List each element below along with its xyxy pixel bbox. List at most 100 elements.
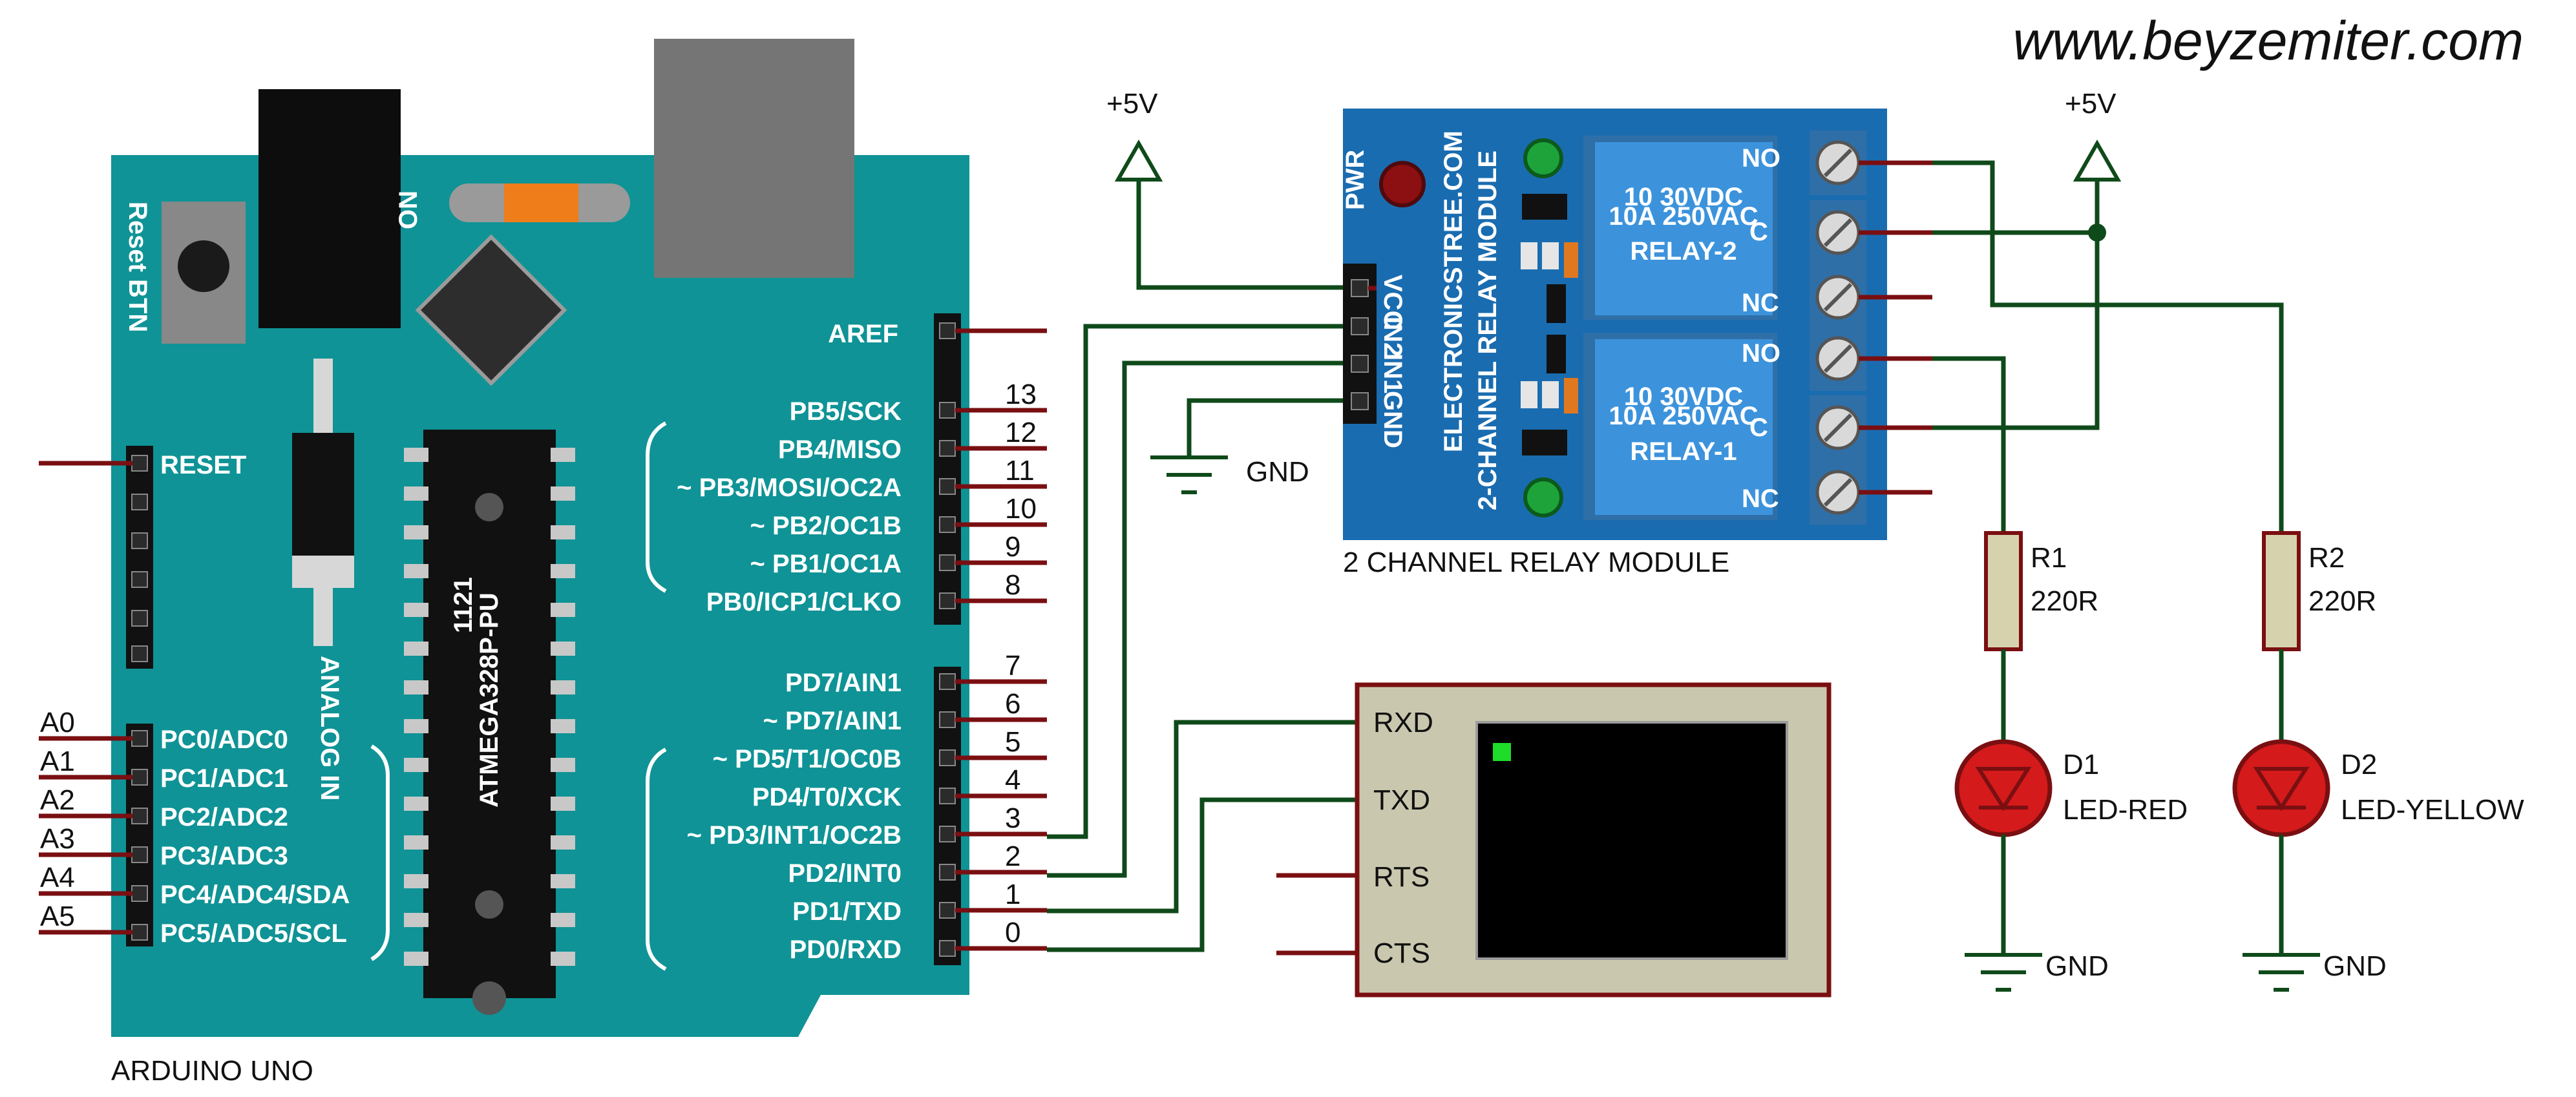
gnd-label-d1: GND	[2045, 950, 2109, 982]
analog-bracket	[370, 744, 390, 961]
cap-2a	[1521, 242, 1537, 269]
d1-name: D1	[2063, 749, 2099, 780]
relay2-rating2: 10A 250VAC	[1609, 202, 1758, 231]
r1-body	[1984, 531, 2023, 651]
regulator-base	[292, 556, 354, 588]
gnd-label-relay: GND	[1246, 456, 1309, 488]
transistor-1	[1522, 430, 1567, 455]
chip-dot-2	[475, 890, 503, 919]
digital-pin-label: ~ PB1/OC1A	[750, 550, 902, 578]
digital-bracket-bottom	[646, 747, 667, 971]
digital-pin-label: PD1/TXD	[792, 897, 902, 926]
digital-pin-label: PD4/T0/XCK	[752, 783, 902, 811]
r1-name: R1	[2031, 542, 2067, 574]
relay-pin-in2: IN2	[1378, 317, 1407, 357]
r1-branch: R1 220R D1 LED-RED GND	[1954, 531, 2188, 992]
terminal-rxd: RXD	[1373, 707, 1433, 738]
relay-pin-in1: IN1	[1378, 353, 1407, 393]
terminal-cursor	[1493, 743, 1511, 761]
r2-body	[2262, 531, 2301, 651]
digital-pin-label: PB5/SCK	[790, 397, 902, 426]
analog-pin-socket	[131, 769, 148, 786]
gnd-label-d2: GND	[2323, 950, 2387, 982]
relay2-rating1: 10 30VDC	[1624, 183, 1744, 211]
digital-pin-label: ~ PD3/INT1/OC2B	[687, 821, 902, 850]
analog-pin-ext-label: A2	[40, 784, 75, 816]
analog-pin-ext-label: A4	[40, 862, 75, 893]
relay1-face	[1595, 339, 1773, 515]
analog-pin-ext-label: A3	[40, 823, 75, 855]
screw-terminals	[1810, 131, 1932, 525]
relay-pin-vcc: VCC	[1378, 275, 1407, 329]
analog-pin-socket	[131, 730, 148, 747]
d2-type: LED-YELLOW	[2341, 794, 2524, 826]
digital-pin-number: 12	[1005, 417, 1037, 448]
vcc-right-label: +5V	[2065, 88, 2117, 120]
watermark: www.beyzemiter.com	[2013, 10, 2524, 71]
vcc-symbol-left: +5V	[1106, 88, 1163, 182]
analog-pin-label: PC3/ADC3	[160, 842, 288, 870]
digital-pin-socket	[939, 864, 956, 881]
screw-slot	[1823, 218, 1853, 247]
regulator	[292, 433, 354, 556]
smd-chip	[415, 234, 567, 386]
board-title: 2-CHANNEL RELAY MODULE	[1473, 151, 1502, 510]
analog-pin-socket	[131, 885, 148, 902]
digital-pin-label: PD7/AIN1	[785, 669, 902, 697]
relay1-title: RELAY-1	[1630, 437, 1737, 466]
relay1-rating2: 10A 250VAC	[1609, 402, 1758, 430]
analog-pin-label: PC0/ADC0	[160, 726, 288, 754]
analog-header	[126, 724, 153, 946]
analog-pin-socket	[131, 846, 148, 863]
cap-1a	[1521, 381, 1537, 408]
relay2-title: RELAY-2	[1630, 237, 1737, 266]
digital-pin-number: 13	[1005, 379, 1037, 410]
arduino-name: ARDUINO UNO	[111, 1055, 313, 1087]
d1-arrow	[1975, 767, 2032, 811]
cap-2c	[1564, 242, 1578, 278]
digital-pin-socket	[939, 749, 956, 766]
aref-label: AREF	[828, 320, 898, 348]
analog-pin-ext-label: A1	[40, 746, 75, 777]
screw-slot	[1823, 413, 1853, 443]
relay2-face	[1595, 142, 1773, 315]
relay2-no-label: NO	[1742, 144, 1780, 172]
digital-pin-socket	[939, 402, 956, 419]
relay1-c-label: C	[1749, 413, 1768, 442]
digital-pin-number: 3	[1005, 802, 1020, 834]
digital-header-top	[934, 313, 961, 625]
digital-pin-label: ~ PD5/T1/OC0B	[713, 745, 902, 773]
reset-pin-label: RESET	[160, 451, 246, 479]
digital-pin-label: PB4/MISO	[778, 435, 902, 464]
analog-pin-label: PC5/ADC5/SCL	[160, 919, 347, 948]
d2-arrow	[2253, 767, 2310, 811]
reset-header	[126, 446, 153, 669]
transistor-2	[1522, 194, 1567, 220]
digital-pin-number: 8	[1005, 569, 1020, 601]
digital-pin-label: ~ PD7/AIN1	[763, 707, 902, 735]
analog-pin-label: PC4/ADC4/SDA	[160, 881, 350, 909]
analog-pin-socket	[131, 808, 148, 824]
usb-connector	[654, 39, 854, 278]
chip-notch	[472, 981, 506, 1015]
power-jack	[259, 89, 401, 328]
analog-pin-socket	[131, 924, 148, 941]
analog-pin-ext-label: A5	[40, 901, 75, 932]
diode-2	[1547, 284, 1566, 323]
digital-pin-label: PD0/RXD	[790, 935, 902, 964]
digital-pin-number: 6	[1005, 688, 1020, 720]
screw-slot	[1823, 148, 1853, 178]
digital-pin-number: 11	[1005, 455, 1035, 486]
relay1-rating1: 10 30VDC	[1624, 382, 1744, 411]
digital-pin-number: 7	[1005, 650, 1020, 682]
reset-btn-label: Reset BTN	[123, 202, 152, 332]
r2-name: R2	[2308, 542, 2345, 574]
digital-pin-label: ~ PB3/MOSI/OC2A	[677, 474, 902, 502]
relay1-nc-label: NC	[1742, 485, 1779, 513]
digital-pin-label: PD2/INT0	[788, 859, 902, 888]
digital-pin-socket	[939, 940, 956, 957]
reset-button-cap	[178, 240, 229, 292]
digital-pin-number: 2	[1005, 841, 1020, 872]
chip-name: ATMEGA328P-PU	[475, 592, 503, 808]
